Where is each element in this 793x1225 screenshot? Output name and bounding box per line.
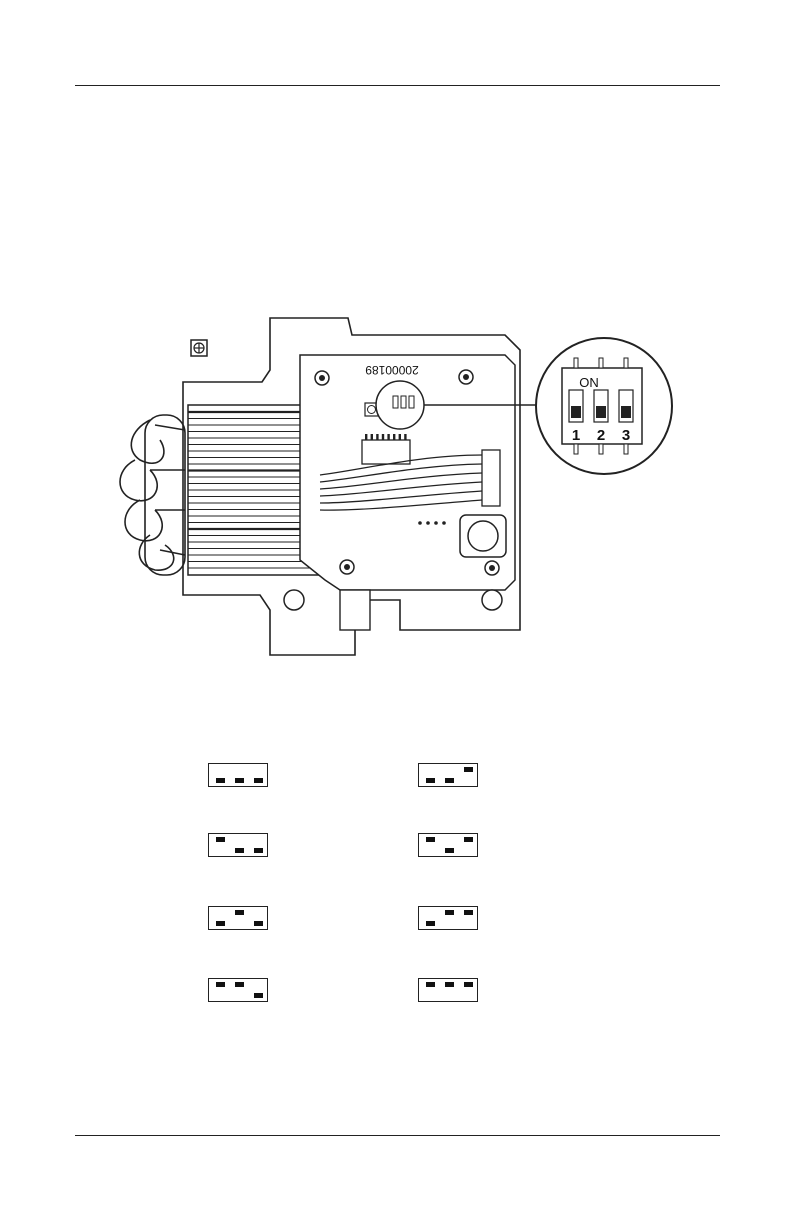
dip-switch-1-on xyxy=(426,982,435,987)
dip-switch-1-off xyxy=(216,778,225,783)
dip-setting-8 xyxy=(418,978,478,1002)
dip-switch-1-off xyxy=(426,778,435,783)
dip-switch-2-off xyxy=(235,848,244,853)
dip-switch-2-off xyxy=(235,778,244,783)
dip-switch-2-on xyxy=(445,982,454,987)
dip-switch-3-off xyxy=(254,921,263,926)
dip-setting-7 xyxy=(418,906,478,930)
dip-switch-1-off xyxy=(426,921,435,926)
dip-setting-1 xyxy=(208,763,268,787)
dip-number-2: 2 xyxy=(597,427,605,444)
dip-switch-3-on xyxy=(464,767,473,772)
dip-number-1: 1 xyxy=(572,427,580,444)
dip-setting-4 xyxy=(208,978,268,1002)
dip-switch-2-on xyxy=(445,910,454,915)
board-diagram: 20000189 ON 1 2 3 xyxy=(0,0,793,700)
dip-switch-3-off xyxy=(254,848,263,853)
bottom-rule xyxy=(75,1135,720,1136)
dip-switch-3-off xyxy=(254,993,263,998)
dip-setting-5 xyxy=(418,763,478,787)
dip-switch-3-off xyxy=(254,778,263,783)
dip-switch-2-off xyxy=(445,848,454,853)
cable-bundle xyxy=(120,415,185,575)
dip-switch-1-on xyxy=(216,837,225,842)
dip-number-3: 3 xyxy=(622,427,630,444)
dip-setting-6 xyxy=(418,833,478,857)
dip-switch-1-off xyxy=(216,921,225,926)
bottom-tab xyxy=(340,590,370,630)
dip-switch-1-on xyxy=(426,837,435,842)
dip-setting-2 xyxy=(208,833,268,857)
dip-switch-2-on xyxy=(235,982,244,987)
dip-switch-2-on xyxy=(235,910,244,915)
board-part-number: 20000189 xyxy=(365,363,419,377)
dip-switch-2-off xyxy=(445,778,454,783)
dip-switch-3-on xyxy=(464,837,473,842)
dip-switch-3-on xyxy=(464,982,473,987)
dip-setting-3 xyxy=(208,906,268,930)
dip-switch-3-on xyxy=(464,910,473,915)
dip-switch-magnified xyxy=(536,338,672,474)
dip-on-label: ON xyxy=(579,375,599,390)
dip-switch-1-on xyxy=(216,982,225,987)
circuit-board xyxy=(300,355,515,590)
potentiometer-icon xyxy=(191,340,207,356)
